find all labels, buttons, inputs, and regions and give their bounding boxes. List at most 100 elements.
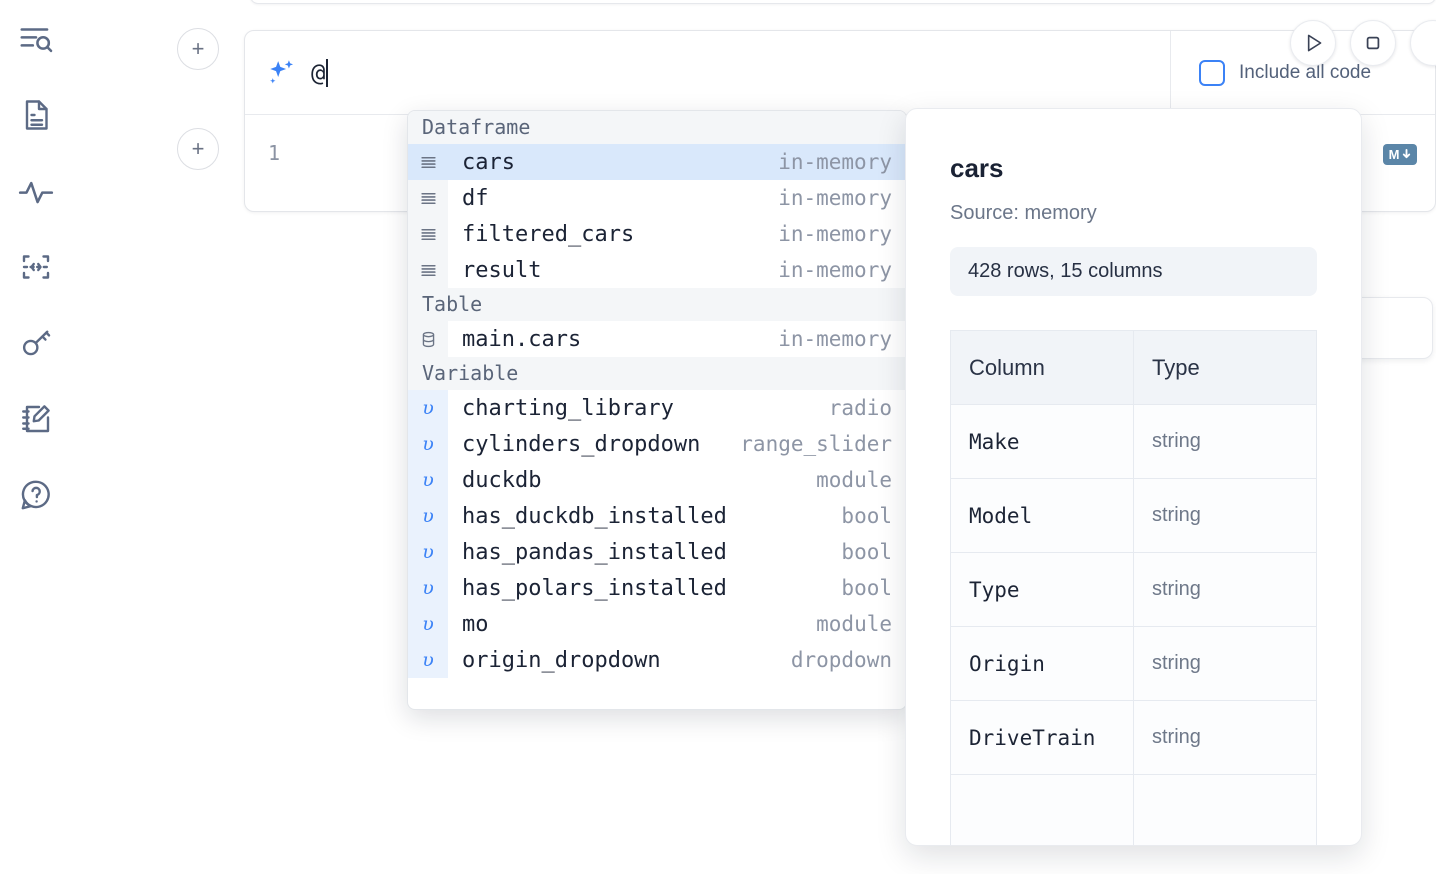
notebook-edit-icon[interactable] <box>15 398 57 440</box>
preview-stats: 428 rows, 15 columns <box>950 247 1317 296</box>
autocomplete-item-name: has_polars_installed <box>462 575 727 601</box>
autocomplete-item[interactable]: filtered_cars in-memory <box>408 216 906 252</box>
autocomplete-item[interactable]: result in-memory <box>408 252 906 288</box>
autocomplete-item[interactable]: df in-memory <box>408 180 906 216</box>
include-all-code-checkbox[interactable] <box>1199 59 1225 86</box>
autocomplete-item-name: has_pandas_installed <box>462 539 727 565</box>
dataframe-preview-panel: cars Source: memory 428 rows, 15 columns… <box>905 108 1362 846</box>
add-cell-below-button[interactable]: + <box>177 128 219 170</box>
column-header-type: Type <box>1133 330 1317 405</box>
notebook-canvas: + + @ Include all code <box>72 0 1436 874</box>
run-controls <box>1290 20 1436 66</box>
markdown-icon[interactable]: M <box>1382 143 1417 165</box>
ai-prompt-text: @ <box>311 58 326 87</box>
autocomplete-item-name: cars <box>462 149 515 175</box>
schema-column-name <box>950 774 1134 845</box>
dataframe-icon <box>408 252 448 288</box>
activity-icon[interactable] <box>15 170 57 212</box>
autocomplete-item-name: filtered_cars <box>462 221 635 247</box>
include-all-code-label: Include all code <box>1239 61 1372 83</box>
autocomplete-item-meta: in-memory <box>778 150 892 174</box>
schema-column-name: Origin <box>950 626 1134 701</box>
database-icon <box>408 321 448 357</box>
ai-prompt-input[interactable]: @ <box>303 31 1421 114</box>
preview-title: cars <box>950 153 1004 183</box>
schema-column-type: string <box>1133 700 1317 775</box>
autocomplete-item-name: df <box>462 185 489 211</box>
autocomplete-item-meta: in-memory <box>778 186 892 210</box>
variable-icon: υ <box>408 642 448 678</box>
dataframe-icon <box>408 216 448 252</box>
autocomplete-item-meta: range_slider <box>740 432 892 456</box>
more-actions-button[interactable] <box>1410 20 1436 66</box>
text-caret <box>326 58 329 87</box>
explore-outline-icon[interactable] <box>15 18 57 60</box>
autocomplete-item-name: charting_library <box>462 395 674 421</box>
autocomplete-item[interactable]: cars in-memory <box>408 144 906 180</box>
schema-column-name: Make <box>950 404 1134 479</box>
previous-cell-stub[interactable] <box>250 0 1436 4</box>
variable-icon: υ <box>408 570 448 606</box>
autocomplete-item-meta: module <box>816 612 892 636</box>
run-button[interactable] <box>1290 20 1336 66</box>
autocomplete-item-name: cylinders_dropdown <box>462 431 701 457</box>
ai-prompt-row: @ Include all code <box>245 31 1435 115</box>
autocomplete-item[interactable]: υ has_pandas_installed bool <box>408 534 906 570</box>
add-cell-above-button[interactable]: + <box>177 28 219 70</box>
dataframe-icon <box>408 180 448 216</box>
autocomplete-item-meta: bool <box>841 540 892 564</box>
autocomplete-item-meta: radio <box>828 396 892 420</box>
schema-column-type: string <box>1133 552 1317 627</box>
variable-icon: υ <box>408 606 448 642</box>
schema-column-name: Type <box>950 552 1134 627</box>
table-header-row: Column Type <box>950 330 1317 405</box>
variable-icon: υ <box>408 534 448 570</box>
autocomplete-item-name: duckdb <box>462 467 542 493</box>
file-text-icon[interactable] <box>15 94 57 136</box>
dataframe-icon <box>408 144 448 180</box>
variable-icon: υ <box>408 426 448 462</box>
autocomplete-group-header: Table <box>408 288 906 321</box>
line-number: 1 <box>267 141 281 165</box>
key-icon[interactable] <box>15 322 57 364</box>
autocomplete-item-name: result <box>462 257 542 283</box>
sparkles-icon <box>259 56 303 90</box>
table-row-partial <box>950 774 1317 845</box>
autocomplete-item-name: has_duckdb_installed <box>462 503 727 529</box>
autocomplete-item-meta: in-memory <box>778 222 892 246</box>
schema-column-name: DriveTrain <box>950 700 1134 775</box>
schema-column-type <box>1133 774 1317 845</box>
include-all-code-control[interactable]: Include all code <box>1170 31 1436 114</box>
autocomplete-item-name: main.cars <box>462 326 582 352</box>
autocomplete-item-name: mo <box>462 611 489 637</box>
autocomplete-item-meta: module <box>816 468 892 492</box>
stop-button[interactable] <box>1350 20 1396 66</box>
autocomplete-item-name: origin_dropdown <box>462 647 661 673</box>
autocomplete-item-meta: in-memory <box>778 327 892 351</box>
code-snippet-icon[interactable] <box>15 246 57 288</box>
autocomplete-item[interactable]: υ has_polars_installed bool <box>408 570 906 606</box>
left-icon-rail <box>0 0 72 874</box>
autocomplete-item[interactable]: υ cylinders_dropdown range_slider <box>408 426 906 462</box>
autocomplete-item[interactable]: main.cars in-memory <box>408 321 906 357</box>
schema-column-name: Model <box>950 478 1134 553</box>
autocomplete-group-header: Variable <box>408 357 906 390</box>
schema-column-type: string <box>1133 404 1317 479</box>
autocomplete-item-meta: bool <box>841 576 892 600</box>
schema-column-type: string <box>1133 626 1317 701</box>
autocomplete-group-header: Dataframe <box>408 111 906 144</box>
preview-source: Source: memory <box>950 202 1097 224</box>
autocomplete-item-meta: in-memory <box>778 258 892 282</box>
help-chat-icon[interactable] <box>15 474 57 516</box>
